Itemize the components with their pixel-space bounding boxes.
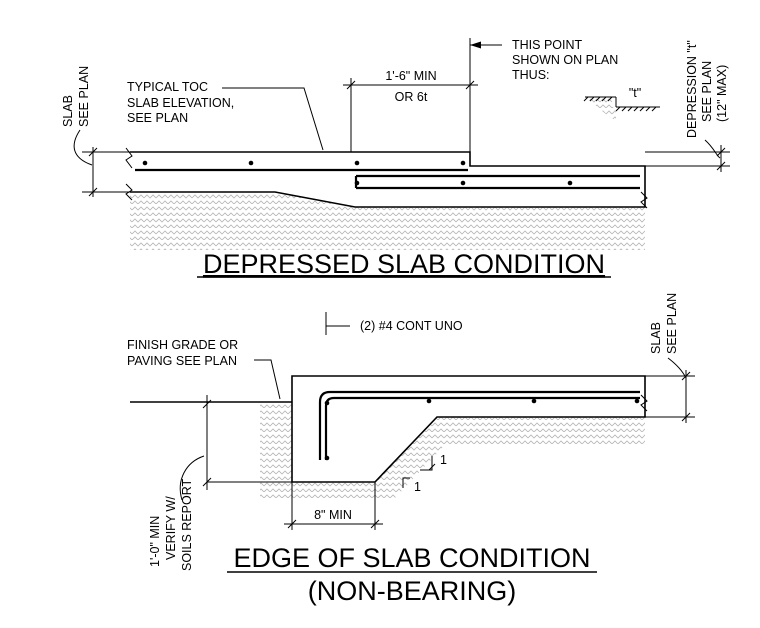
slope-vertical: 1 [440,453,447,467]
edge-slab-detail: (2) #4 CONT UNO FINISH GRADE OR PAVING S… [127,293,695,606]
slope-horizontal: 1 [414,480,421,494]
toc-label-line2: SLAB ELEVATION, [127,96,234,110]
bar-label: (2) #4 CONT UNO [360,319,463,333]
top-slab-label-line2: SEE PLAN [77,66,91,127]
toc-label-line1: TYPICAL TOC [127,80,208,94]
depression-symbol: "t" [583,86,660,119]
depression-label-line3: (12" MAX) [715,65,729,122]
depressed-slab-detail: 1'-6" MIN OR 6t THIS POINT SHOWN ON PLAN… [61,38,730,279]
point-label-line2: SHOWN ON PLAN [512,53,618,67]
min-width-label: 8" MIN [314,508,352,522]
depth-label-line1: 1'-0" MIN [148,516,162,567]
grade-label-line2: PAVING SEE PLAN [127,354,237,368]
point-label-line3: THUS: [512,68,550,82]
dim-alt-length: OR 6t [395,90,428,104]
slab-outline [130,151,646,208]
depth-label-line2: VERIFY W/ [164,496,178,560]
toc-label-line3: SEE PLAN [127,111,188,125]
depression-label-line1: DEPRESSION "t" [685,40,699,138]
depression-label-line2: SEE PLAN [700,61,714,122]
bottom-slab-label-line1: SLAB [649,322,663,354]
depth-label-line3: SOILS REPORT [180,478,194,571]
grade-label-line1: FINISH GRADE OR [127,338,238,352]
soil-hatch [130,192,645,250]
top-detail-title: DEPRESSED SLAB CONDITION [203,249,605,279]
bottom-detail-title: EDGE OF SLAB CONDITION [233,543,590,573]
point-label-line1: THIS POINT [512,38,583,52]
bottom-detail-subtitle: (NON-BEARING) [308,576,517,606]
edge-rebar-hook [318,390,640,460]
bottom-slab-label-line2: SEE PLAN [665,293,679,354]
top-slab-label-line1: SLAB [61,95,75,127]
t-symbol-label: "t" [629,86,641,100]
dim-min-length: 1'-6" MIN [385,69,436,83]
soil-hatch-bottom [260,402,645,498]
